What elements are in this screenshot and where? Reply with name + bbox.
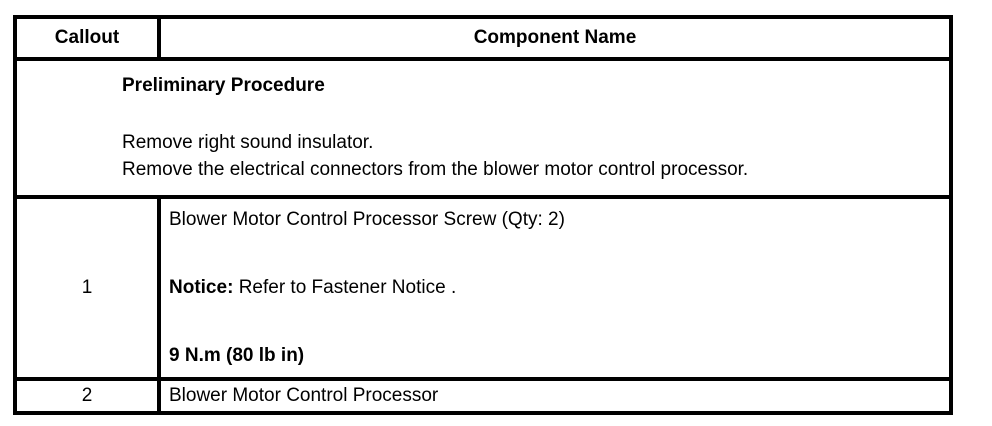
preliminary-procedure-row: Preliminary Procedure Remove right sound… (17, 57, 949, 195)
column-header-callout: Callout (54, 27, 120, 48)
preliminary-procedure-line-1: Remove right sound insulator. (122, 132, 374, 153)
row-component-name: Blower Motor Control Processor (157, 381, 949, 411)
row-notice: Notice: Refer to Fastener Notice . (169, 275, 949, 301)
row-callout-number: 2 (81, 385, 93, 406)
spacer (169, 301, 949, 343)
notice-text: Refer to Fastener Notice . (238, 277, 457, 298)
table-row: 2 Blower Motor Control Processor (17, 377, 949, 411)
row-component-cell: Blower Motor Control Processor Screw (Qt… (157, 199, 949, 377)
row-torque-spec: 9 N.m (80 lb in) (169, 345, 305, 366)
column-header-component-name: Component Name (157, 19, 949, 57)
row-component-name: Blower Motor Control Processor Screw (Qt… (169, 209, 565, 230)
procedure-table: Callout Component Name Preliminary Proce… (13, 15, 953, 415)
preliminary-procedure-heading: Preliminary Procedure (122, 75, 325, 96)
table-row: 1 Blower Motor Control Processor Screw (… (17, 195, 949, 377)
table-header-row: Callout Component Name (17, 19, 949, 57)
spacer (169, 233, 949, 275)
preliminary-procedure-content: Preliminary Procedure Remove right sound… (17, 73, 939, 183)
preliminary-procedure-line-2: Remove the electrical connectors from th… (122, 159, 749, 180)
row-callout-number: 1 (81, 277, 93, 298)
notice-label: Notice: (169, 277, 234, 298)
